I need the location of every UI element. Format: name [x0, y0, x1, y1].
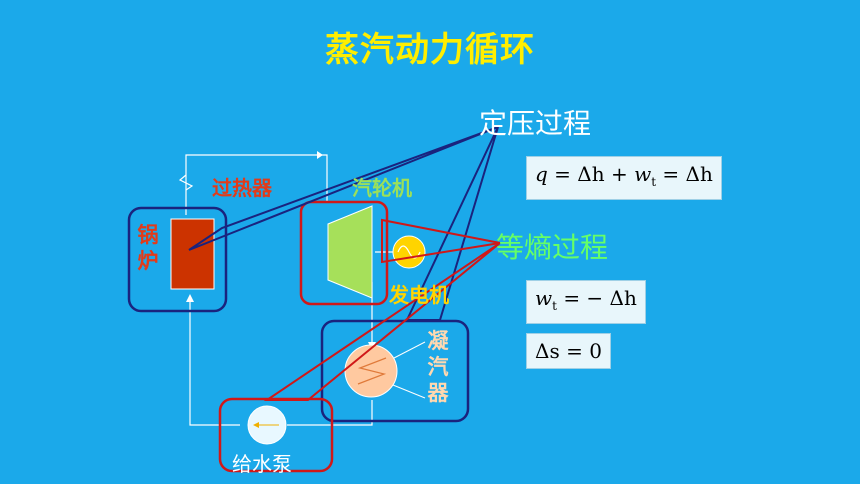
isentropic-callout-pump [263, 242, 501, 401]
isobaric-formula: q = Δh + wt = Δh [526, 156, 722, 200]
condenser-leader-1 [393, 341, 426, 359]
condenser-label: 凝 汽 器 [426, 328, 450, 406]
isobaric-callout-condenser [405, 126, 499, 321]
f1-wsub: t [651, 175, 657, 189]
f1-eq2: = [662, 162, 680, 186]
arrow-steam [317, 151, 323, 159]
f1-q: q [535, 162, 548, 186]
condenser-label-char-3: 器 [427, 381, 449, 405]
feed-pipe [189, 300, 240, 426]
f2-wsub: t [552, 299, 557, 313]
boiler-highlight [127, 206, 228, 313]
f1-dh2: Δh [685, 162, 713, 186]
superheater-label: 过热器 [212, 176, 272, 200]
f3-ds: Δs [535, 339, 560, 363]
condensate-pipe [287, 400, 373, 426]
f2-eq: = − [563, 286, 604, 310]
turbine [327, 205, 373, 299]
f2-dh: Δh [609, 286, 637, 310]
turbine-highlight [299, 200, 389, 306]
condenser-label-char-2: 汽 [427, 355, 449, 379]
turbine-label: 汽轮机 [352, 176, 412, 200]
entropy-formula: Δs = 0 [526, 333, 611, 369]
f3-eq: = 0 [566, 339, 602, 363]
f1-dh1: Δh [577, 162, 605, 186]
condenser-highlight [320, 319, 470, 423]
steam-pipe [185, 154, 328, 202]
condenser-coil-icon [357, 357, 387, 385]
arrow-feed [186, 294, 194, 302]
isentropic-formula: wt = − Δh [526, 280, 646, 324]
pump-label: 给水泵 [232, 452, 292, 476]
boiler-label-char-2: 炉 [137, 249, 159, 273]
page-title: 蒸汽动力循环 [325, 30, 535, 70]
boiler-label-char-1: 锅 [137, 223, 159, 247]
condenser-label-char-1: 凝 [427, 329, 449, 353]
boiler [170, 218, 215, 290]
isentropic-label: 等熵过程 [496, 231, 609, 264]
boiler-label: 锅 炉 [136, 222, 160, 274]
f1-plus: + [610, 162, 628, 186]
isobaric-label: 定压过程 [479, 107, 592, 140]
condenser-leader-2 [392, 384, 426, 399]
generator-label: 发电机 [389, 283, 449, 307]
f1-eq: = [554, 162, 571, 186]
f1-w: w [634, 162, 652, 186]
superheater-coil [178, 174, 194, 191]
isobaric-callout-boiler [188, 126, 499, 251]
f2-w: w [535, 286, 553, 310]
pump-arrow-head [253, 422, 259, 428]
isentropic-callout-turbine [381, 218, 501, 264]
